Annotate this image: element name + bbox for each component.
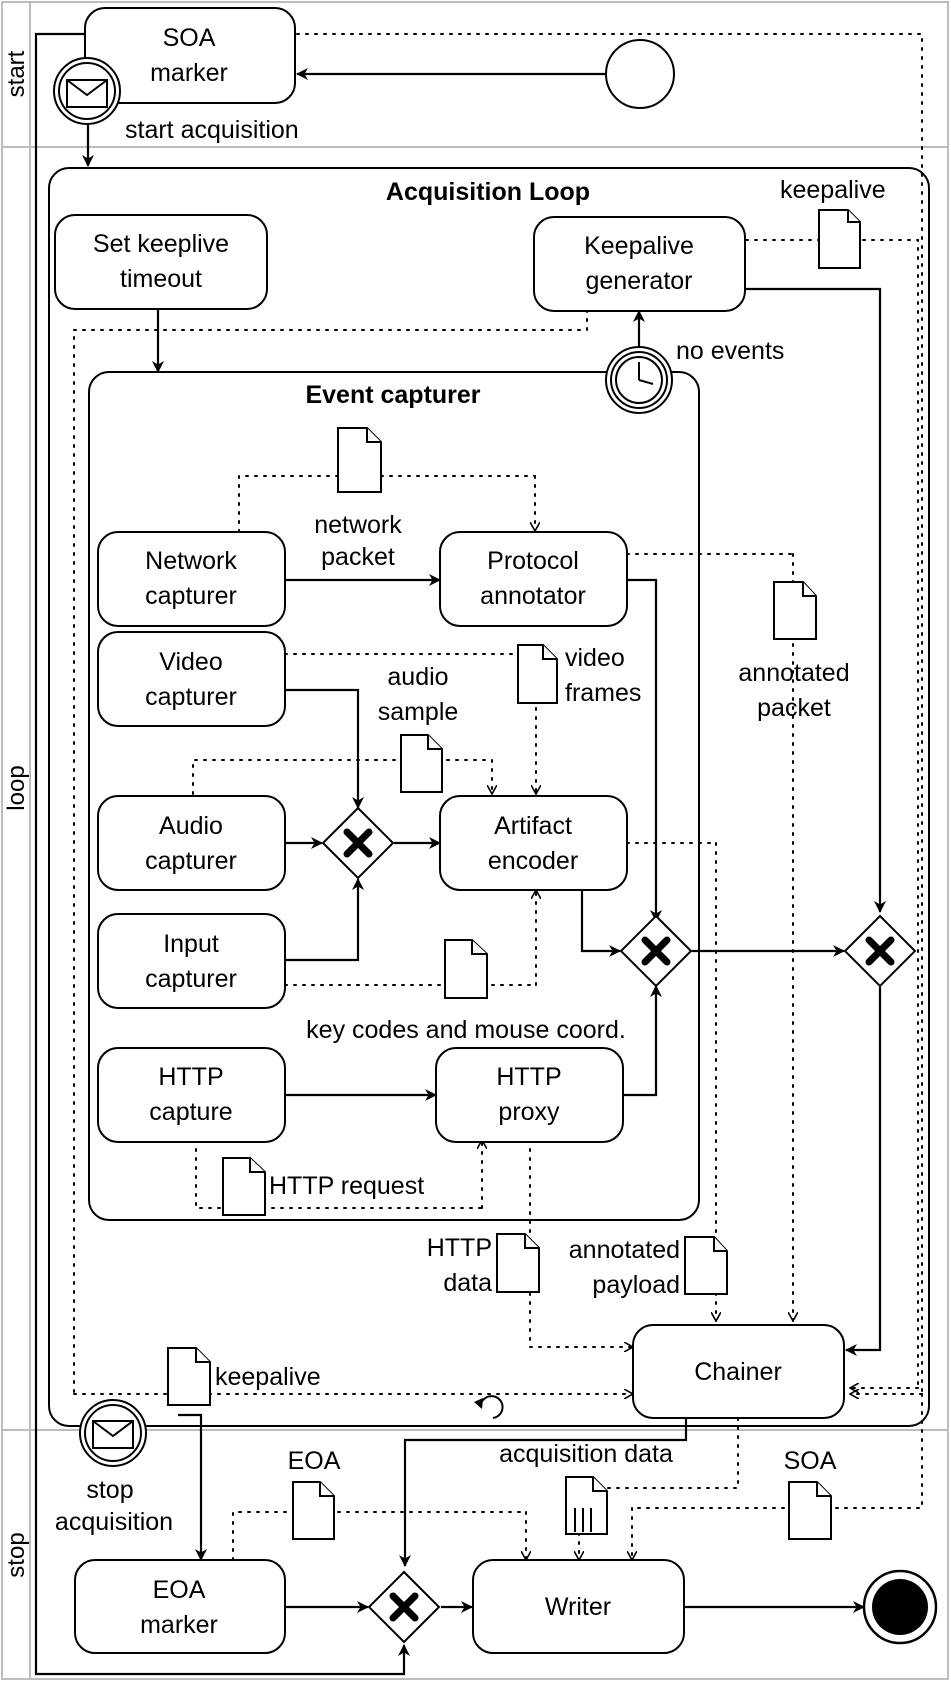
event-capturer-title: Event capturer [305,381,480,409]
keepalive-top-label: keepalive [780,176,886,204]
sequence-flows [34,32,886,1676]
artifact-encoder-task[interactable] [439,795,628,891]
data-object-keepalive-top [818,209,861,269]
writer-label: Writer [545,1593,611,1621]
data-object-http-request [222,1157,266,1216]
data-object-http-data [496,1233,540,1293]
data-object-eoa [292,1481,335,1540]
eoa-marker-task[interactable] [74,1559,286,1654]
data-object-soa [788,1481,832,1540]
data-object-annotated-payload [684,1236,728,1295]
input-capturer-task[interactable] [97,913,286,1009]
data-object-video-frames [517,644,558,704]
lane-label-start: start [3,50,30,97]
data-object-acquisition-data [565,1476,608,1535]
chainer-task[interactable] [632,1324,845,1419]
no-events-label: no events [676,337,784,365]
acquisition-data-label: acquisition data [499,1440,673,1468]
exclusive-gateway-writer[interactable] [367,1570,441,1644]
data-object-keepalive-bottom [167,1347,211,1406]
exclusive-gateway-av[interactable] [321,806,395,880]
data-object-key-codes [444,939,488,999]
acquisition-loop-title: Acquisition Loop [386,178,590,206]
clock-icon [615,356,663,404]
end-event[interactable] [862,1569,938,1645]
keepalive-bottom-label: keepalive [215,1363,321,1391]
video-capturer-task[interactable] [97,631,286,727]
envelope-icon [66,79,108,108]
eoa-label: EOA [288,1447,341,1475]
start-acquisition-label: start acquisition [125,116,299,144]
acquisition-loop-subprocess[interactable] [48,167,930,1427]
soa-marker-task[interactable] [84,7,296,104]
data-object-network-packet [337,427,382,493]
http-request-label: HTTP request [269,1172,424,1200]
exclusive-gateway-keepalive[interactable] [843,914,917,988]
audio-capturer-task[interactable] [97,795,286,891]
keepalive-generator-task[interactable] [533,216,746,312]
set-keepalive-timeout-task[interactable] [54,214,268,310]
event-capturer-subprocess[interactable] [88,371,700,1221]
soa-label: SOA [784,1447,837,1475]
lane-label-stop: stop [3,1532,30,1577]
start-event[interactable] [605,39,675,109]
data-object-annotated-packet [773,581,817,640]
http-capture-task[interactable] [97,1047,286,1143]
protocol-annotator-task[interactable] [439,531,628,627]
envelope-icon [92,1420,134,1449]
network-capturer-task[interactable] [97,531,286,627]
chainer-label: Chainer [694,1358,782,1386]
loop-marker-icon [474,1395,504,1419]
lane-label-loop: loop [3,765,30,810]
http-proxy-task[interactable] [435,1047,624,1143]
exclusive-gateway-merge[interactable] [619,914,693,988]
key-codes-label: key codes and mouse coord. [306,1016,626,1044]
writer-task[interactable] [472,1559,685,1654]
data-object-audio-sample [400,734,443,793]
